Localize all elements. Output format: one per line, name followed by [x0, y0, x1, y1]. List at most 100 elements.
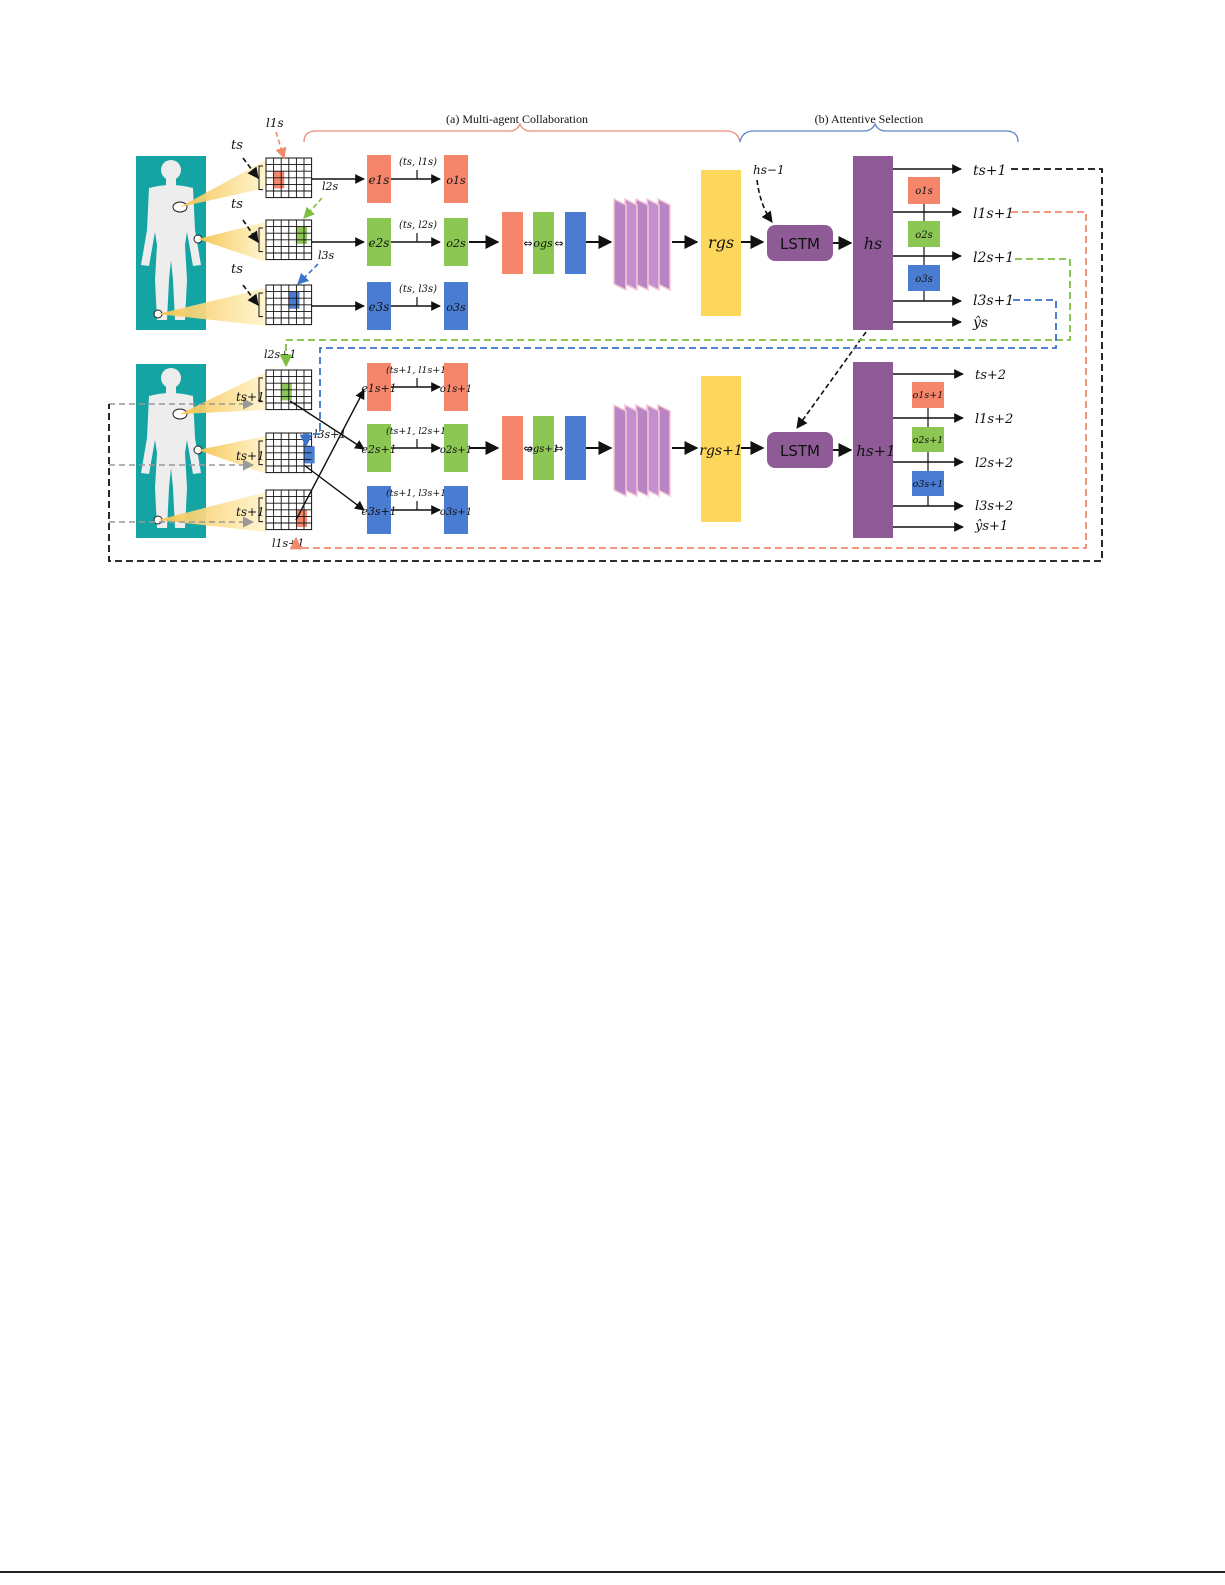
- section-b-header: (b) Attentive Selection: [815, 112, 924, 126]
- loc-label-top-1: l1s: [266, 116, 284, 130]
- lstm-bottom: [767, 432, 833, 468]
- feature-map-stack: [613, 403, 671, 498]
- svg-text:LSTM: LSTM: [780, 235, 820, 253]
- sensor-grid: [258, 284, 313, 326]
- svg-text:(ts, l3s): (ts, l3s): [399, 284, 437, 295]
- svg-text:e2s: e2s: [369, 236, 390, 250]
- svg-text:ts: ts: [231, 197, 243, 212]
- svg-text:o2s: o2s: [446, 237, 466, 250]
- global-rep-top: [701, 170, 741, 316]
- bottom-outputs: o1s+1 o2s+1 o3s+1 ts+2 l1s+2 l2s+2 l3s+2…: [893, 368, 1013, 534]
- global-rep-bottom: [701, 376, 741, 522]
- svg-text:e3s+1: e3s+1: [361, 505, 396, 518]
- observation-o2-bottom: [444, 424, 468, 472]
- svg-text:hs−1: hs−1: [753, 163, 785, 177]
- loc-label-top-2: l2s: [322, 180, 339, 193]
- svg-text:l2s+2: l2s+2: [975, 456, 1013, 471]
- feedback-loops: [108, 168, 1103, 562]
- svg-text:⇔: ⇔: [554, 237, 563, 250]
- bottom-time-inputs: [109, 398, 255, 528]
- hidden-bottom: [853, 362, 893, 538]
- hidden-top: [853, 156, 893, 330]
- svg-text:(ts, l2s): (ts, l2s): [399, 220, 437, 231]
- top-outputs: o1s o2s o3s ts+1 l1s+1 l2s+1 l3s+1 ŷs: [893, 163, 1014, 331]
- human-panel-top: [136, 156, 206, 330]
- svg-text:l1s+2: l1s+2: [975, 412, 1013, 427]
- svg-text:⇔: ⇔: [554, 442, 563, 455]
- svg-text:(ts+1, l3s+1): (ts+1, l3s+1): [386, 488, 450, 499]
- encoder-e1-top: [367, 155, 391, 203]
- encoder-e2-top: [367, 218, 391, 266]
- svg-text:o1s+1: o1s+1: [440, 384, 472, 395]
- loc-arrow-top-1: [275, 131, 287, 160]
- svg-text:e1s+1: e1s+1: [361, 382, 396, 395]
- svg-text:⇔: ⇔: [523, 442, 532, 455]
- top-agents: e1s e2s e3s (ts, l1s) (ts, l2s) (ts, l3s…: [312, 155, 468, 330]
- top-lstm-block: hs−1 LSTM hs: [753, 156, 893, 330]
- svg-text:hs+1: hs+1: [856, 442, 895, 460]
- svg-text:ts: ts: [231, 138, 243, 153]
- observation-o1-top: [444, 155, 468, 203]
- svg-text:ogs+1: ogs+1: [527, 444, 559, 455]
- svg-text:e2s+1: e2s+1: [361, 443, 396, 456]
- svg-text:o3s: o3s: [446, 301, 466, 314]
- svg-text:l1s+1: l1s+1: [973, 206, 1014, 222]
- svg-text:(ts, l1s): (ts, l1s): [399, 157, 437, 168]
- svg-text:⇔: ⇔: [523, 237, 532, 250]
- svg-text:o1s: o1s: [446, 174, 466, 187]
- svg-text:ogs: ogs: [533, 237, 553, 250]
- loc-arrow-top-2: [303, 197, 323, 219]
- loc-arrow-top-3: [297, 263, 319, 285]
- svg-text:o1s+1: o1s+1: [913, 390, 944, 401]
- bottom-agents: e1s+1 e2s+1 e3s+1 (ts+1, l1s+1) (ts+1, l…: [289, 363, 472, 534]
- svg-text:o1s: o1s: [915, 186, 933, 197]
- svg-text:ts+1: ts+1: [236, 449, 265, 463]
- observation-o1-bottom: [444, 363, 468, 411]
- bottom-lstm-block: LSTM hs+1: [767, 331, 896, 538]
- sensor-grid: [258, 369, 313, 411]
- feature-map-stack: [613, 197, 671, 292]
- loc-label-top-3: l3s: [318, 249, 335, 262]
- svg-text:o2s+1: o2s+1: [913, 435, 944, 446]
- svg-text:ŷs+1: ŷs+1: [974, 519, 1008, 534]
- bottom-fusion: ⇔ ogs+1 ⇔ rgs+1: [469, 376, 765, 522]
- svg-text:o3s: o3s: [915, 274, 933, 285]
- loc-label-bottom-1: l1s+1: [272, 537, 304, 550]
- encoder-e3-bottom: [367, 486, 391, 534]
- svg-text:ts+1: ts+1: [236, 390, 265, 404]
- brace-a: [303, 122, 741, 143]
- svg-text:o2s+1: o2s+1: [440, 445, 472, 456]
- svg-text:o3s+1: o3s+1: [913, 479, 944, 490]
- svg-text:e1s: e1s: [369, 173, 390, 187]
- svg-text:e3s: e3s: [369, 300, 390, 314]
- observation-o3-top: [444, 282, 468, 330]
- top-time-arrows: [242, 157, 259, 306]
- svg-text:(ts+1, l2s+1): (ts+1, l2s+1): [386, 426, 450, 437]
- svg-text:ts+1: ts+1: [973, 163, 1006, 179]
- bottom-time-labels: ts+1 ts+1 ts+1: [236, 390, 265, 519]
- sensor-grid: [258, 219, 313, 261]
- svg-text:hs: hs: [864, 234, 883, 253]
- svg-text:rgs+1: rgs+1: [699, 443, 742, 459]
- section-a-header: (a) Multi-agent Collaboration: [446, 112, 588, 126]
- svg-text:ts+1: ts+1: [236, 505, 265, 519]
- svg-text:l3s+1: l3s+1: [973, 293, 1014, 309]
- top-time-labels: ts ts ts: [231, 138, 243, 277]
- top-fusion: ⇔ ogs ⇔ rgs: [469, 170, 765, 316]
- svg-text:rgs: rgs: [708, 233, 734, 252]
- loc-label-bottom-2: l2s+1: [264, 348, 296, 361]
- svg-text:l2s+1: l2s+1: [973, 250, 1014, 266]
- lstm-top: [767, 225, 833, 261]
- brace-b: [739, 122, 1019, 143]
- encoder-e1-bottom: [367, 363, 391, 411]
- observation-o2-top: [444, 218, 468, 266]
- sensor-grid: [258, 157, 313, 199]
- svg-text:o2s: o2s: [915, 230, 933, 241]
- encoder-e2-bottom: [367, 424, 391, 472]
- sensor-grids: [258, 157, 315, 531]
- sensor-grid: [258, 489, 313, 531]
- page-bottom-rule: [0, 1571, 1225, 1573]
- svg-text:LSTM: LSTM: [780, 442, 820, 460]
- svg-text:o3s+1: o3s+1: [440, 507, 472, 518]
